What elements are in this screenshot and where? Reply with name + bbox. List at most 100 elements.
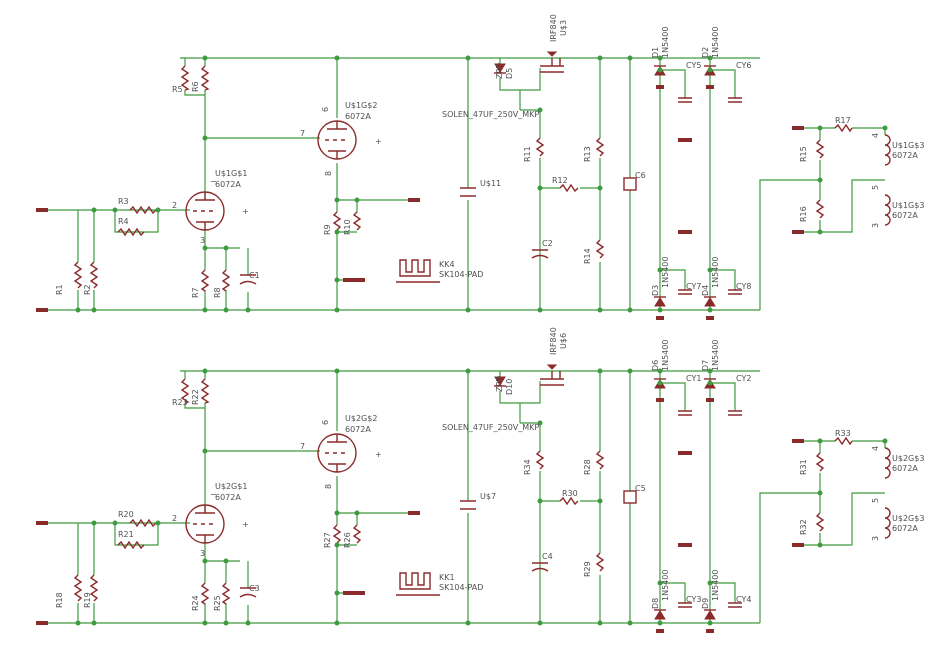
label-heater-b-type: 6072A: [892, 211, 918, 220]
label-d3: D3: [651, 285, 660, 296]
label-c4: C4: [542, 552, 553, 561]
label-d9-type: 1N5400: [711, 570, 720, 601]
label-tube-in-type: 6072A: [215, 493, 241, 502]
label-r16: R16: [799, 206, 808, 222]
label-r19: R19: [83, 592, 92, 608]
label-cap-big: U$11: [480, 179, 501, 188]
label-cy5: CY5: [686, 61, 701, 70]
label-c2: C2: [542, 239, 553, 248]
label-heater-a-type: 6072A: [892, 464, 918, 473]
label-tube-in: U$1G$1: [215, 169, 247, 178]
label-cy4: CY4: [736, 595, 751, 604]
pin-7: 7: [300, 129, 305, 138]
label-r26: R26: [343, 532, 352, 548]
channel-2: R18 R19 R20 R21 R23 R22 U$2G$1 6072A 2 3…: [35, 327, 924, 634]
label-r7: R7: [191, 287, 200, 298]
label-cy1: CY1: [686, 374, 701, 383]
label-r23: R23: [172, 398, 188, 407]
label-zener: D10: [505, 379, 514, 395]
label-d3-type: 1N5400: [661, 257, 670, 288]
label-zener-type: ZPD: [495, 63, 504, 79]
pin-6: 6: [321, 420, 330, 425]
pin-2: 2: [172, 514, 177, 523]
label-d1: D1: [651, 47, 660, 58]
label-heater-b: U$1G$3: [892, 201, 924, 210]
label-d9: D9: [701, 598, 710, 609]
pin-5: 5: [871, 185, 880, 190]
label-r28: R28: [583, 459, 592, 475]
label-r3: R3: [118, 197, 129, 206]
label-r15: R15: [799, 146, 808, 162]
label-heatsink-type: SK104-PAD: [439, 270, 483, 279]
pin-3: 3: [200, 549, 205, 558]
label-cy2: CY2: [736, 374, 751, 383]
label-d7-type: 1N5400: [711, 340, 720, 371]
label-cap-type: SOLEN_47UF_250V_MKP: [442, 110, 539, 119]
label-d1-type: 1N5400: [661, 27, 670, 58]
pin-4: 4: [871, 446, 880, 451]
label-r6: R6: [191, 81, 200, 92]
label-d6-type: 1N5400: [661, 340, 670, 371]
pin-3-heater: 3: [871, 536, 880, 541]
pin-5: 5: [871, 498, 880, 503]
label-mosfet-type: IRF840: [549, 327, 558, 355]
label-heatsink: KK4: [439, 260, 455, 269]
pin-3-heater: 3: [871, 223, 880, 228]
label-r17: R17: [835, 116, 851, 125]
label-c6: C6: [635, 171, 646, 180]
pin-8: 8: [324, 484, 333, 489]
label-tube-in: U$2G$1: [215, 482, 247, 491]
label-r9: R9: [323, 224, 332, 235]
label-cap-type: SOLEN_47UF_250V_MKP: [442, 423, 539, 432]
pin-plus: +: [242, 520, 249, 529]
label-r10: R10: [343, 219, 352, 235]
label-r30: R30: [562, 489, 578, 498]
label-heater-b: U$2G$3: [892, 514, 924, 523]
label-r27: R27: [323, 532, 332, 548]
label-r29: R29: [583, 561, 592, 577]
label-cy7: CY7: [686, 282, 701, 291]
channel-1-labels: R1 R2 R3 R4 R5 R6 U$1G$1 6072A 2 3 + − R…: [55, 14, 924, 298]
label-tube-out-type: 6072A: [345, 112, 371, 121]
label-d4-type: 1N5400: [711, 257, 720, 288]
pin-plus: +: [242, 207, 249, 216]
label-d7: D7: [701, 360, 710, 371]
label-tube-out: U$2G$2: [345, 414, 377, 423]
label-r32: R32: [799, 519, 808, 535]
label-zener: D5: [505, 68, 514, 79]
label-r12: R12: [552, 176, 568, 185]
label-r33: R33: [835, 429, 851, 438]
label-r14: R14: [583, 248, 592, 264]
pin-minus: −: [210, 490, 217, 499]
label-tube-out-type: 6072A: [345, 425, 371, 434]
label-r31: R31: [799, 459, 808, 475]
label-r13: R13: [583, 146, 592, 162]
label-heatsink-type: SK104-PAD: [439, 583, 483, 592]
label-heater-b-type: 6072A: [892, 524, 918, 533]
pin-2: 2: [172, 201, 177, 210]
label-cy6: CY6: [736, 61, 751, 70]
pin-plus-2: +: [375, 450, 382, 459]
pin-plus-2: +: [375, 137, 382, 146]
label-r2: R2: [83, 284, 92, 295]
label-heater-a-type: 6072A: [892, 151, 918, 160]
label-cy8: CY8: [736, 282, 751, 291]
label-cy3: CY3: [686, 595, 701, 604]
label-cap-big: U$7: [480, 492, 496, 501]
label-d4: D4: [701, 285, 710, 296]
pin-3: 3: [200, 236, 205, 245]
label-c5: C5: [635, 484, 646, 493]
label-c1: C1: [249, 271, 260, 280]
label-d8: D8: [651, 598, 660, 609]
pin-6: 6: [321, 107, 330, 112]
label-r8: R8: [213, 287, 222, 298]
label-heatsink: KK1: [439, 573, 455, 582]
label-c3: C3: [249, 584, 260, 593]
pin-8: 8: [324, 171, 333, 176]
label-r1: R1: [55, 284, 64, 295]
label-tube-out: U$1G$2: [345, 101, 377, 110]
label-mosfet: U$6: [559, 333, 568, 349]
label-r34: R34: [523, 459, 532, 475]
label-mosfet-type: IRF840: [549, 14, 558, 42]
